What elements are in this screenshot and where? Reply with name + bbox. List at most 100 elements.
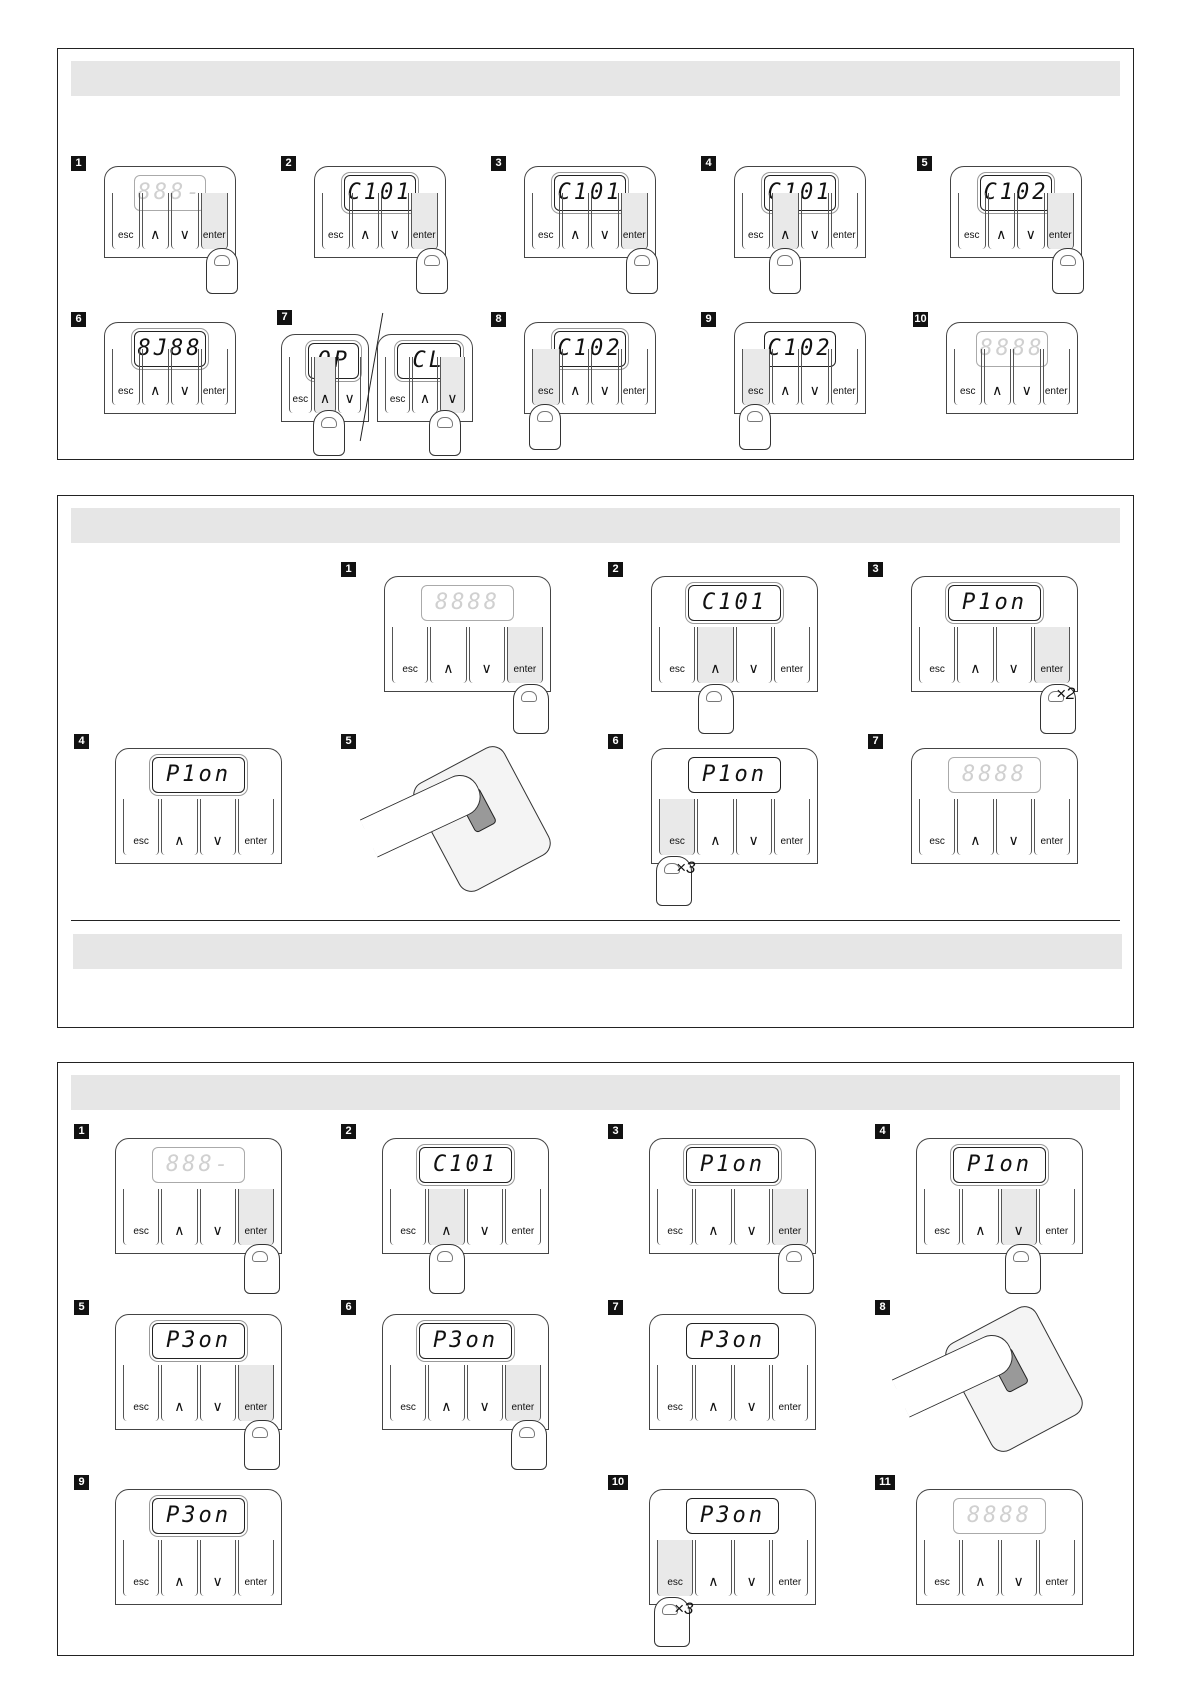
up-key[interactable]: ∧ [561,193,589,249]
down-key[interactable]: ∨ [735,799,772,855]
esc-key[interactable]: esc [112,349,140,405]
esc-key[interactable]: esc [390,1365,427,1421]
enter-key[interactable]: enter [773,799,810,855]
up-key[interactable]: ∧ [161,1365,198,1421]
up-key[interactable]: ∧ [428,1189,465,1245]
enter-key[interactable]: enter [1038,1540,1075,1596]
enter-key[interactable]: enter [620,193,648,249]
enter-key[interactable]: enter [1033,799,1070,855]
down-key[interactable]: ∨ [1000,1540,1037,1596]
enter-key[interactable]: enter [771,1365,808,1421]
enter-key[interactable]: enter [504,1365,541,1421]
down-key[interactable]: ∨ [171,349,199,405]
down-key[interactable]: ∨ [338,357,362,413]
enter-key[interactable]: enter [1033,627,1070,683]
up-key[interactable]: ∧ [962,1189,999,1245]
enter-key[interactable]: enter [620,349,648,405]
down-key[interactable]: ∨ [199,799,236,855]
up-key[interactable]: ∧ [430,627,467,683]
esc-key[interactable]: esc [919,627,956,683]
esc-key[interactable]: esc [532,193,560,249]
esc-key[interactable]: esc [657,1189,694,1245]
up-key[interactable]: ∧ [987,193,1015,249]
enter-key[interactable]: enter [200,193,228,249]
esc-key[interactable]: esc [123,1540,160,1596]
esc-key[interactable]: esc [123,1365,160,1421]
enter-key[interactable]: enter [504,1189,541,1245]
enter-key[interactable]: enter [1038,1189,1075,1245]
esc-key[interactable]: esc [392,627,429,683]
enter-key[interactable]: enter [237,799,274,855]
up-key[interactable]: ∧ [771,193,799,249]
enter-key[interactable]: enter [1042,349,1070,405]
up-key[interactable]: ∧ [695,1189,732,1245]
down-key[interactable]: ∨ [801,349,829,405]
esc-key[interactable]: esc [954,349,982,405]
enter-key[interactable]: enter [237,1189,274,1245]
down-key[interactable]: ∨ [199,1365,236,1421]
down-key[interactable]: ∨ [735,627,772,683]
down-key[interactable]: ∨ [1000,1189,1037,1245]
up-key[interactable]: ∧ [561,349,589,405]
down-key[interactable]: ∨ [733,1189,770,1245]
up-key[interactable]: ∧ [695,1540,732,1596]
esc-key[interactable]: esc [123,1189,160,1245]
down-key[interactable]: ∨ [733,1540,770,1596]
esc-key[interactable]: esc [390,1189,427,1245]
up-key[interactable]: ∧ [428,1365,465,1421]
esc-key[interactable]: esc [112,193,140,249]
up-key[interactable]: ∧ [141,193,169,249]
down-key[interactable]: ∨ [466,1365,503,1421]
enter-key[interactable]: enter [830,349,858,405]
down-key[interactable]: ∨ [381,193,409,249]
esc-key[interactable]: esc [742,193,770,249]
down-key[interactable]: ∨ [591,193,619,249]
down-key[interactable]: ∨ [199,1540,236,1596]
esc-key[interactable]: esc [385,357,411,413]
down-key[interactable]: ∨ [1013,349,1041,405]
enter-key[interactable]: enter [410,193,438,249]
down-key[interactable]: ∨ [1017,193,1045,249]
esc-key[interactable]: esc [958,193,986,249]
down-key[interactable]: ∨ [466,1189,503,1245]
up-key[interactable]: ∧ [771,349,799,405]
up-key[interactable]: ∧ [161,799,198,855]
esc-key[interactable]: esc [532,349,560,405]
esc-key[interactable]: esc [322,193,350,249]
up-key[interactable]: ∧ [957,799,994,855]
enter-key[interactable]: enter [771,1540,808,1596]
enter-key[interactable]: enter [237,1365,274,1421]
up-key[interactable]: ∧ [957,627,994,683]
up-key[interactable]: ∧ [983,349,1011,405]
esc-key[interactable]: esc [919,799,956,855]
up-key[interactable]: ∧ [351,193,379,249]
esc-key[interactable]: esc [657,1365,694,1421]
esc-key[interactable]: esc [924,1189,961,1245]
down-key[interactable]: ∨ [171,193,199,249]
enter-key[interactable]: enter [830,193,858,249]
down-key[interactable]: ∨ [995,799,1032,855]
down-key[interactable]: ∨ [733,1365,770,1421]
up-key[interactable]: ∧ [412,357,438,413]
enter-key[interactable]: enter [771,1189,808,1245]
esc-key[interactable]: esc [659,799,696,855]
up-key[interactable]: ∧ [313,357,337,413]
down-key[interactable]: ∨ [199,1189,236,1245]
esc-key[interactable]: esc [289,357,312,413]
enter-key[interactable]: enter [773,627,810,683]
esc-key[interactable]: esc [924,1540,961,1596]
down-key[interactable]: ∨ [439,357,465,413]
up-key[interactable]: ∧ [695,1365,732,1421]
up-key[interactable]: ∧ [141,349,169,405]
enter-key[interactable]: enter [200,349,228,405]
esc-key[interactable]: esc [659,627,696,683]
enter-key[interactable]: enter [237,1540,274,1596]
esc-key[interactable]: esc [657,1540,694,1596]
up-key[interactable]: ∧ [697,799,734,855]
enter-key[interactable]: enter [506,627,543,683]
up-key[interactable]: ∧ [697,627,734,683]
esc-key[interactable]: esc [742,349,770,405]
up-key[interactable]: ∧ [161,1540,198,1596]
down-key[interactable]: ∨ [591,349,619,405]
down-key[interactable]: ∨ [468,627,505,683]
